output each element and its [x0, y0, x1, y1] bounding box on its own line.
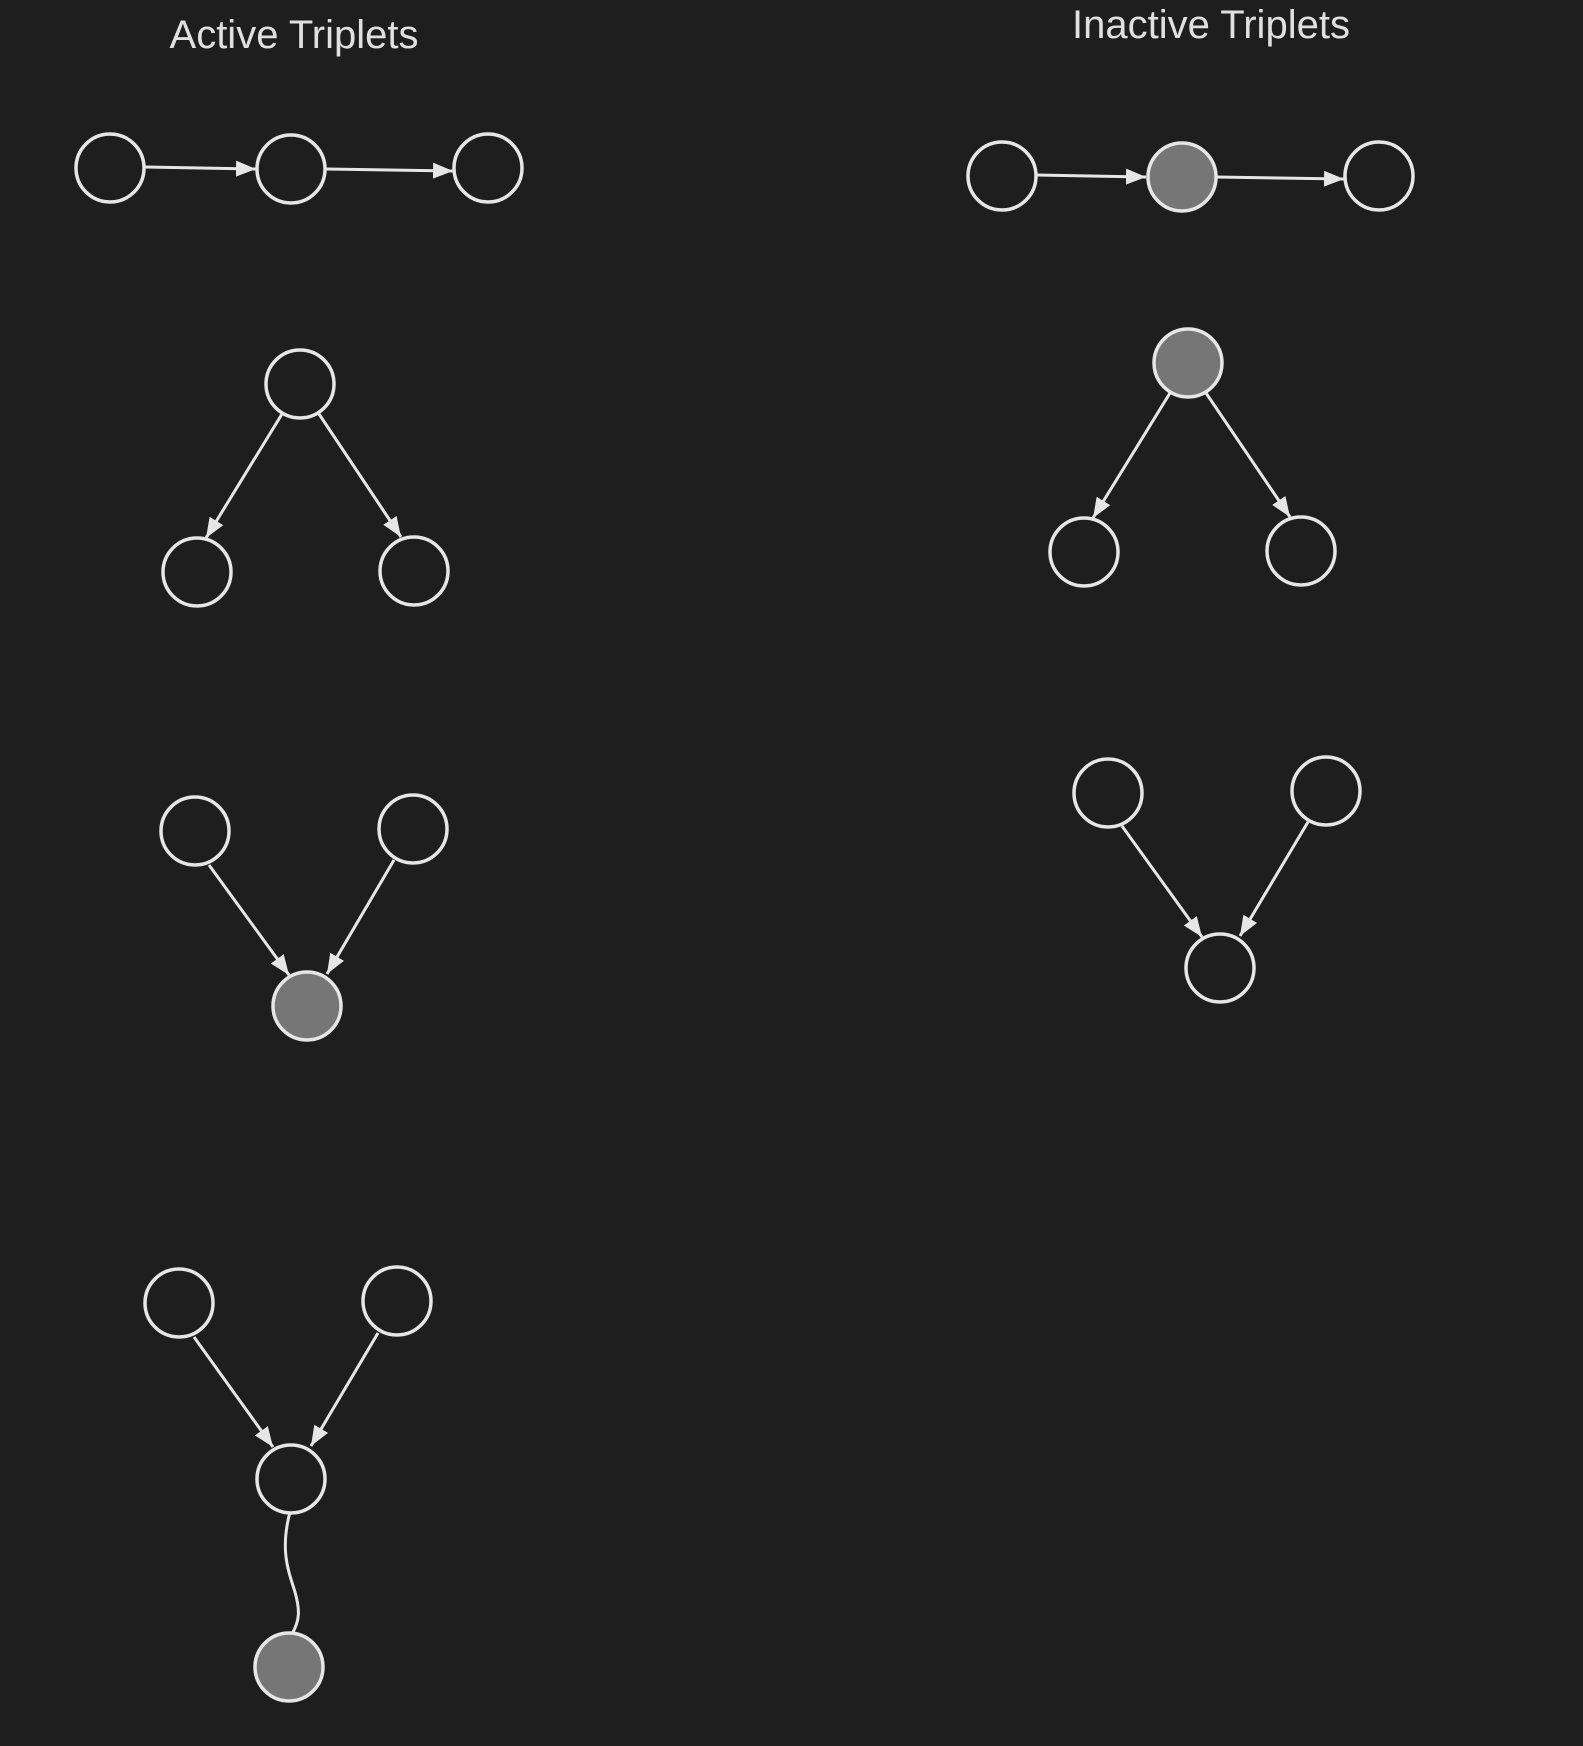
node	[966, 140, 1038, 212]
active-collider-triplet	[159, 793, 449, 1042]
active-chain-triplet	[74, 132, 524, 205]
active-common-cause-triplet	[161, 348, 450, 608]
node	[1184, 932, 1256, 1004]
edge	[1204, 392, 1292, 518]
observed-descendant-node	[253, 1631, 325, 1703]
node	[1290, 755, 1362, 827]
node	[143, 1267, 215, 1339]
edge	[1215, 170, 1345, 187]
edge	[309, 1332, 380, 1447]
edge	[283, 1511, 300, 1635]
edge	[325, 162, 454, 179]
edge	[192, 1336, 275, 1448]
node	[452, 132, 524, 204]
active-triplets-heading: Active Triplets	[170, 13, 419, 57]
edge	[1238, 821, 1310, 937]
node	[377, 793, 449, 865]
node	[378, 535, 450, 607]
node	[255, 133, 327, 205]
observed-node	[1146, 141, 1218, 213]
node	[161, 536, 233, 608]
edge	[325, 859, 396, 975]
node	[74, 132, 146, 204]
node	[159, 795, 231, 867]
edge	[1091, 392, 1172, 519]
node	[361, 1265, 433, 1337]
observed-node	[271, 970, 343, 1042]
node	[1265, 515, 1337, 587]
observed-node	[1152, 327, 1224, 399]
inactive-chain-triplet	[966, 140, 1415, 213]
inactive-triplets-heading: Inactive Triplets	[1072, 3, 1350, 47]
node	[1072, 757, 1144, 829]
active-collider-descendant-triplet	[143, 1265, 433, 1703]
inactive-common-cause-triplet	[1048, 327, 1337, 588]
node	[264, 348, 336, 420]
edge	[317, 413, 403, 538]
node	[1048, 516, 1120, 588]
edge	[204, 413, 284, 539]
node	[255, 1443, 327, 1515]
edge	[144, 160, 257, 177]
edge	[207, 864, 291, 976]
edge	[1035, 168, 1147, 185]
inactive-collider-triplet	[1072, 755, 1362, 1004]
node	[1343, 140, 1415, 212]
edge	[1120, 825, 1204, 938]
